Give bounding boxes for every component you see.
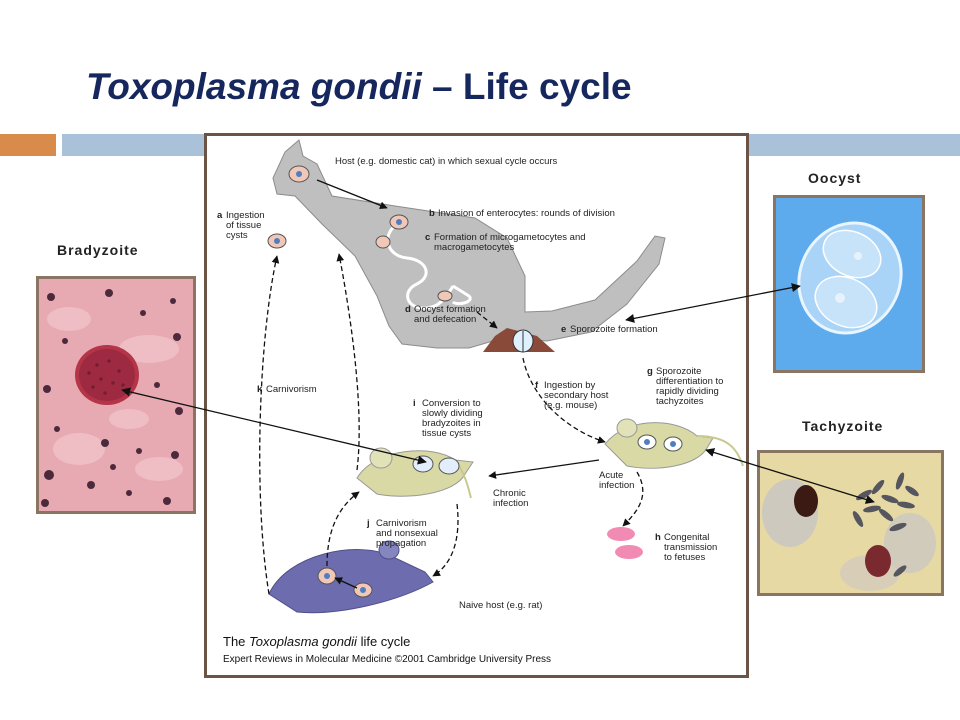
arrow-host-ingestion <box>316 179 388 210</box>
arrow-oocyst-to-sporozoite <box>476 311 498 329</box>
label-c-letter: c <box>425 232 430 243</box>
label-c-line1: Formation of microgametocytes and <box>434 232 586 243</box>
label-f-line1: Ingestion by <box>544 380 595 391</box>
arrow-carnivorism-to-rat <box>432 503 459 577</box>
slide-title: Toxoplasma gondii – Life cycle <box>86 66 632 108</box>
cat-parasite-cells <box>267 165 453 302</box>
arrow-rat-to-cat <box>259 255 280 595</box>
label-a-letter: a <box>217 210 223 221</box>
label-d-letter: d <box>405 304 411 315</box>
arrow-rat-cyst <box>334 577 358 589</box>
label-g-letter: g <box>647 366 653 377</box>
label-chronic-line2: infection <box>493 498 528 509</box>
label-host-cat: Host (e.g. domestic cat) in which sexual… <box>335 156 558 167</box>
arrow-rat-to-mouse <box>326 491 360 567</box>
label-j-line3: propagation <box>376 538 426 549</box>
label-g-line1: Sporozoite <box>656 366 701 377</box>
label-naive-host: Naive host (e.g. rat) <box>459 600 542 611</box>
caption-suffix: life cycle <box>357 634 410 649</box>
label-i-line4: tissue cysts <box>422 428 471 439</box>
label-i-line3: bradyzoites in <box>422 418 481 429</box>
label-h-line1: Congenital <box>664 532 709 543</box>
label-b-letter: b <box>429 208 435 219</box>
tachyzoite-label: Tachyzoite <box>802 418 884 434</box>
label-g-line4: tachyzoites <box>656 396 704 407</box>
oocyst-photo <box>773 195 925 373</box>
label-a-line1: Ingestion <box>226 210 265 221</box>
label-a-line2: of tissue <box>226 220 261 231</box>
mouse-chronic <box>356 447 474 499</box>
label-j-line2: and nonsexual <box>376 528 438 539</box>
label-d-line2: and defecation <box>414 314 476 325</box>
header-accent-bar <box>0 134 56 156</box>
diagram-caption: The Toxoplasma gondii life cycle <box>223 634 410 649</box>
label-chronic-line1: Chronic <box>493 488 526 499</box>
arrow-congenital <box>622 471 644 527</box>
label-acute-line1: Acute <box>599 470 623 481</box>
fetus-mice <box>607 527 643 559</box>
title-species: Toxoplasma gondii <box>86 66 422 107</box>
mouse-acute <box>604 418 744 469</box>
bradyzoite-photo <box>36 276 196 514</box>
label-e-letter: e <box>561 324 566 335</box>
arrow-chronic-infection <box>488 459 600 479</box>
label-acute-line2: infection <box>599 480 634 491</box>
rat-naive-host <box>268 540 434 614</box>
label-i-line1: Conversion to <box>422 398 481 409</box>
tachyzoite-photo <box>757 450 944 596</box>
label-e-text: Sporozoite formation <box>570 324 658 335</box>
label-g-line2: differentiation to <box>656 376 723 387</box>
label-h-line2: transmission <box>664 542 717 553</box>
life-cycle-diagram: Host (e.g. domestic cat) in which sexual… <box>204 133 749 678</box>
label-f-line2: secondary host <box>544 390 609 401</box>
label-c-line2: macrogametocytes <box>434 242 515 253</box>
label-f-letter: f <box>535 380 539 391</box>
label-i-letter: i <box>413 398 416 409</box>
label-h-letter: h <box>655 532 661 543</box>
label-b-text: Invasion of enterocytes: rounds of divis… <box>438 208 615 219</box>
label-k-letter: k <box>257 384 263 395</box>
diagram-credit: Expert Reviews in Molecular Medicine ©20… <box>223 654 551 665</box>
label-a-line3: cysts <box>226 230 248 241</box>
label-d-line1: Oocyst formation <box>414 304 486 315</box>
label-j-line1: Carnivorism <box>376 518 427 529</box>
label-f-line3: (e.g. mouse) <box>544 400 597 411</box>
label-j-letter: j <box>366 518 370 529</box>
label-h-line3: to fetuses <box>664 552 705 563</box>
bradyzoite-label: Bradyzoite <box>57 242 139 258</box>
oocyst-label: Oocyst <box>808 170 862 186</box>
label-i-line2: slowly dividing <box>422 408 483 419</box>
label-k-text: Carnivorism <box>266 384 317 395</box>
title-rest: – Life cycle <box>421 66 632 107</box>
cat-silhouette <box>272 139 666 349</box>
caption-species: Toxoplasma gondii <box>249 634 358 649</box>
cat-intestine <box>386 224 455 310</box>
caption-prefix: The <box>223 634 249 649</box>
arrow-carnivorism-k <box>336 253 360 471</box>
label-g-line3: rapidly dividing <box>656 386 719 397</box>
